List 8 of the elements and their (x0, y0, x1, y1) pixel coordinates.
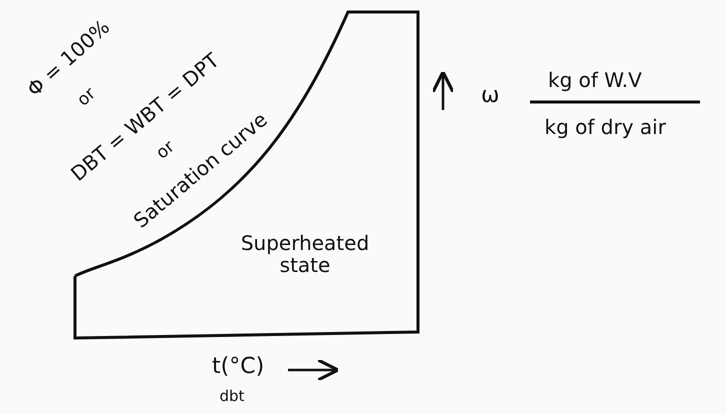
axis-label: ω (481, 84, 500, 108)
connector-word: or (73, 84, 99, 110)
axis-label: dbt (220, 388, 244, 404)
connector-word: or (152, 137, 178, 163)
unit-label: kg of W.V (548, 69, 642, 91)
axis-label: t(°C) (212, 355, 264, 380)
region-label: Superheated state (240, 232, 370, 276)
unit-label: kg of dry air (544, 116, 666, 138)
